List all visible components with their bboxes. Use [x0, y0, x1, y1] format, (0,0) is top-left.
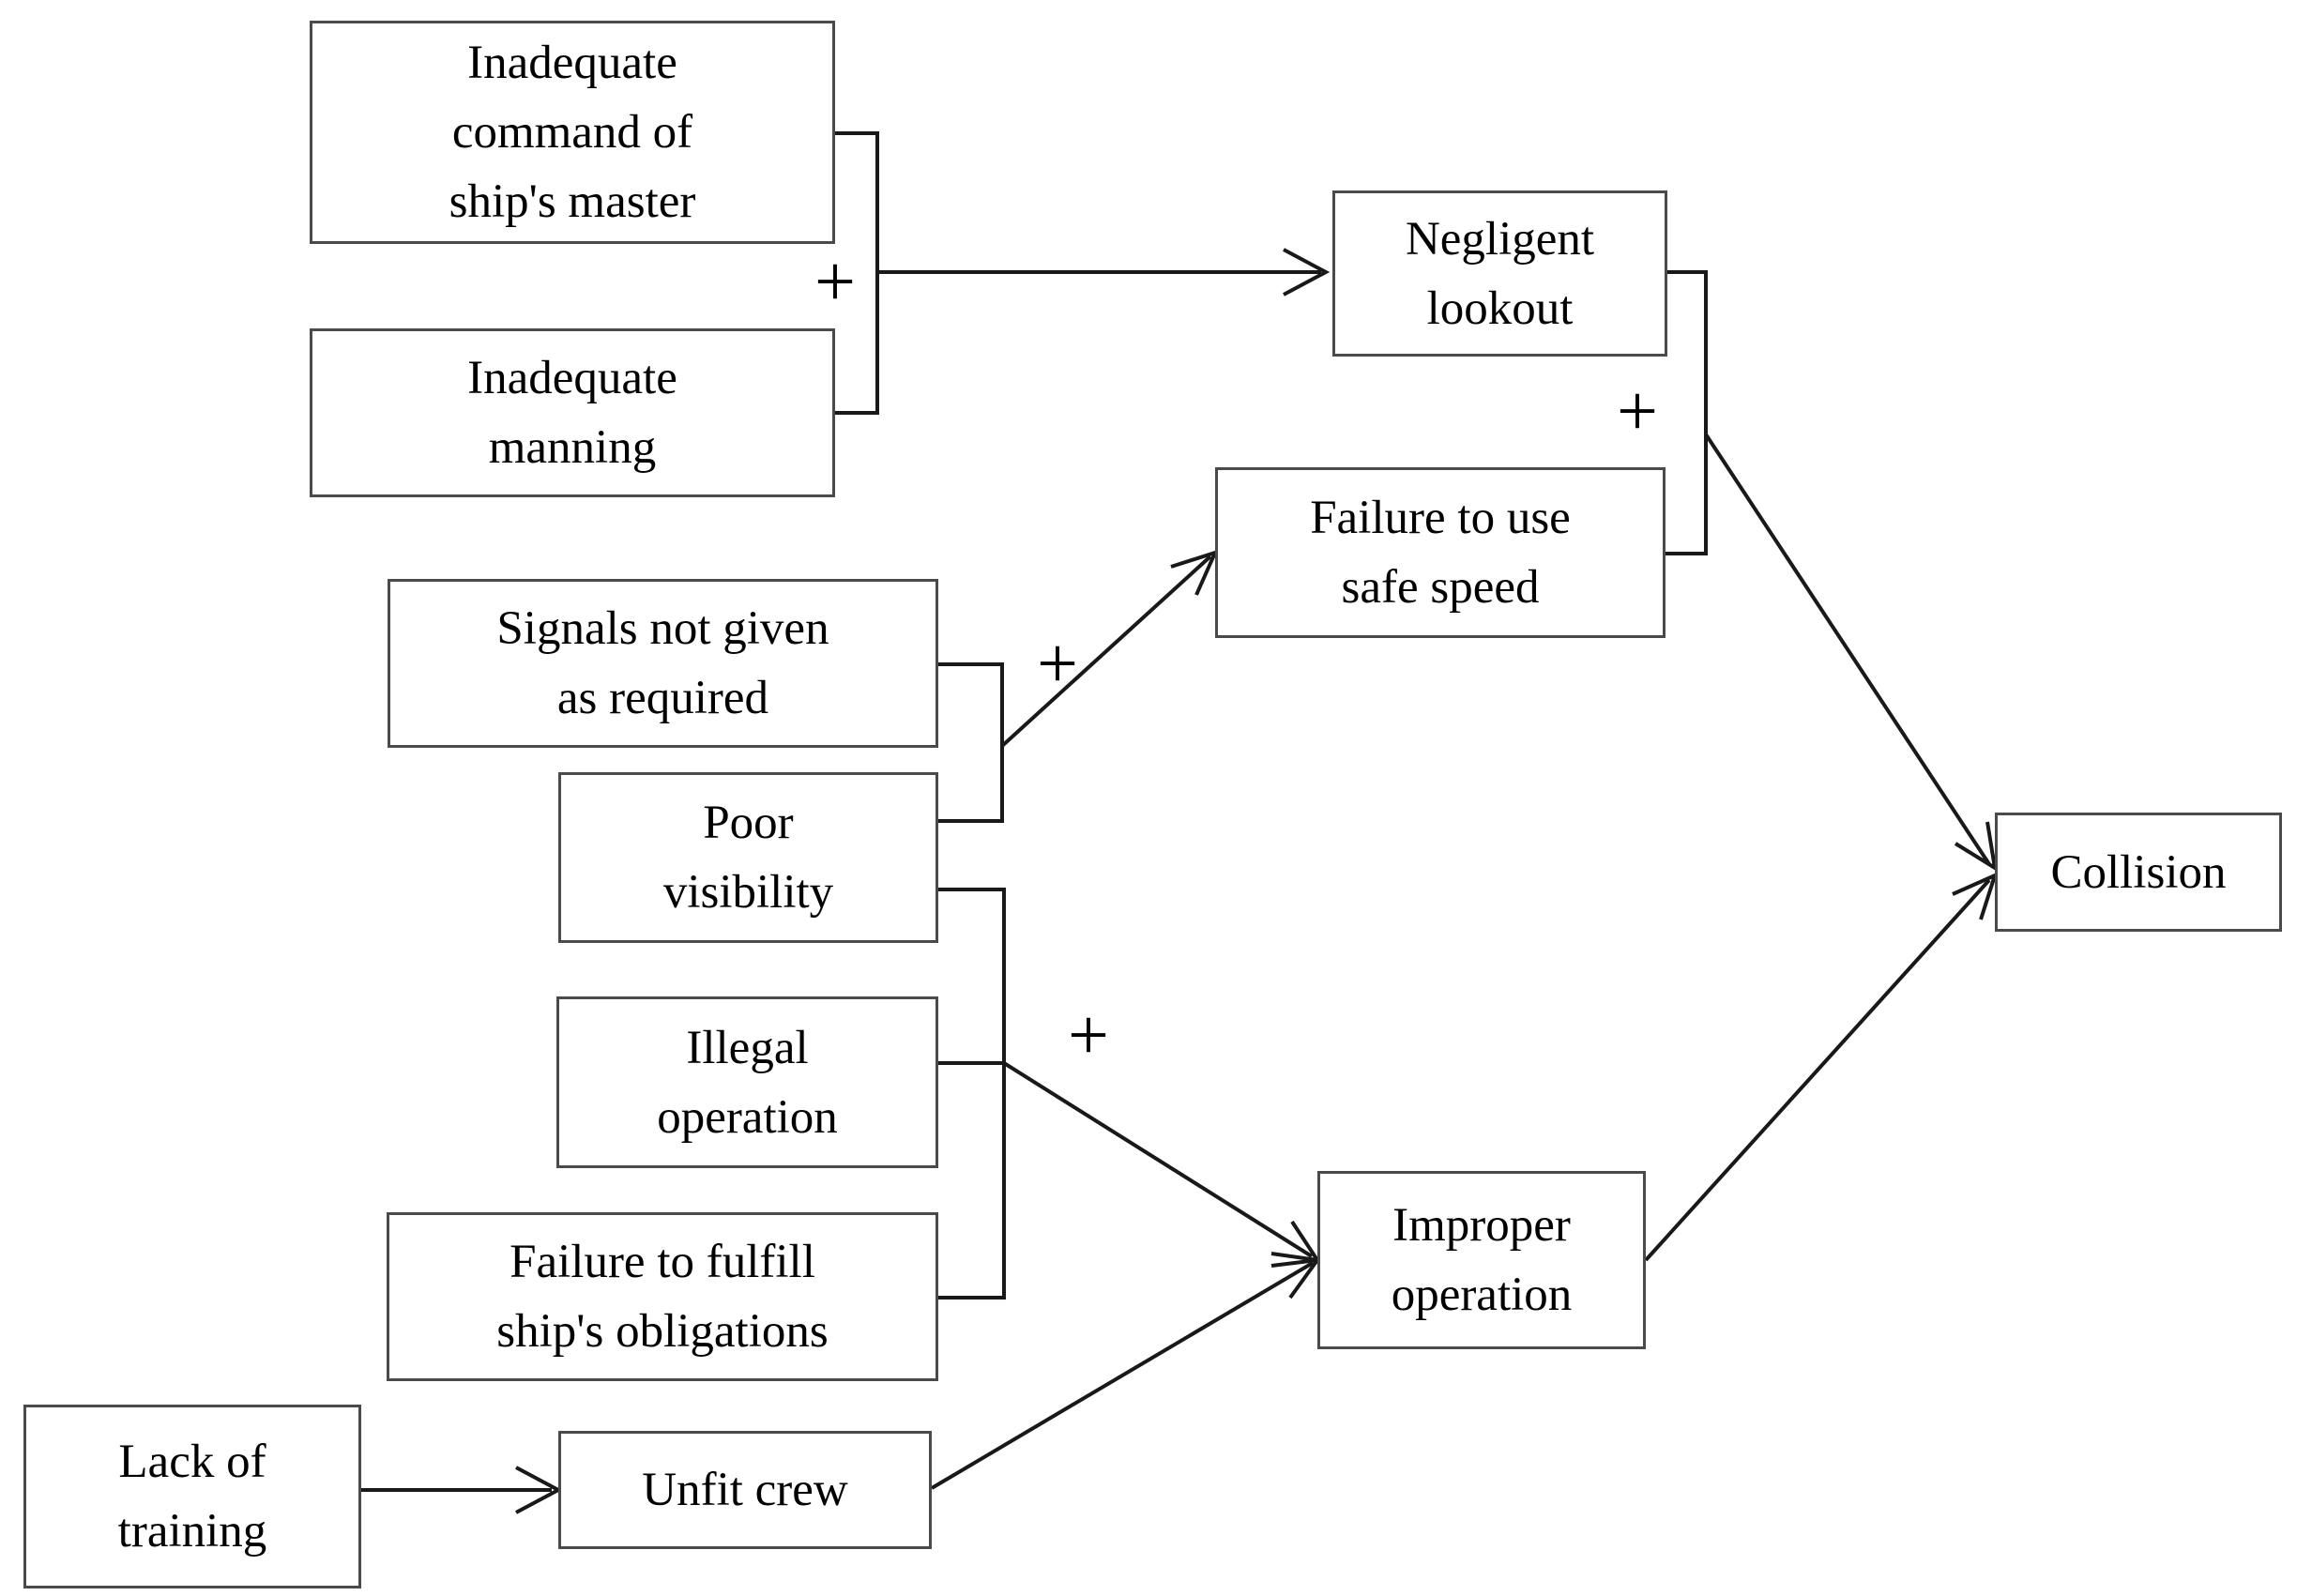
bracket-lookout-speed — [1666, 270, 1708, 555]
plus-junction-command-manning: + — [814, 240, 856, 322]
node-lack-of-training: Lack of training — [23, 1405, 361, 1588]
node-collision: Collision — [1995, 813, 2282, 932]
arrow-bracket-to-collision — [1704, 433, 1991, 866]
node-inadequate-command: Inadequate command of ship's master — [310, 21, 835, 244]
plus-junction-visibility-illegal-obligations: + — [1068, 994, 1109, 1075]
node-negligent-lookout: Negligent lookout — [1332, 190, 1667, 357]
node-poor-visibility: Poor visibility — [558, 772, 938, 943]
bracket-visibility-illegal-obligations — [938, 888, 1006, 1300]
node-inadequate-manning: Inadequate manning — [310, 328, 835, 497]
plus-junction-signals-visibility: + — [1037, 622, 1078, 704]
arrowhead-negligent-lookout — [1283, 248, 1331, 296]
node-illegal-operation: Illegal operation — [556, 996, 938, 1168]
node-signals-not-given: Signals not given as required — [388, 579, 938, 748]
arrow-bracket-to-improper-operation — [1002, 1061, 1314, 1258]
node-improper-operation: Improper operation — [1317, 1171, 1646, 1349]
line-improper-to-collision — [1644, 878, 1991, 1262]
node-failure-fulfill-obligations: Failure to fulfill ship's obligations — [387, 1212, 938, 1381]
bracket-signals-visibility — [938, 662, 1004, 823]
line-unfit-to-improper — [930, 1261, 1315, 1490]
arrow-to-safe-speed — [1000, 555, 1212, 748]
node-failure-safe-speed: Failure to use safe speed — [1215, 467, 1666, 638]
node-unfit-crew: Unfit crew — [558, 1431, 932, 1549]
plus-junction-lookout-speed: + — [1617, 370, 1658, 451]
